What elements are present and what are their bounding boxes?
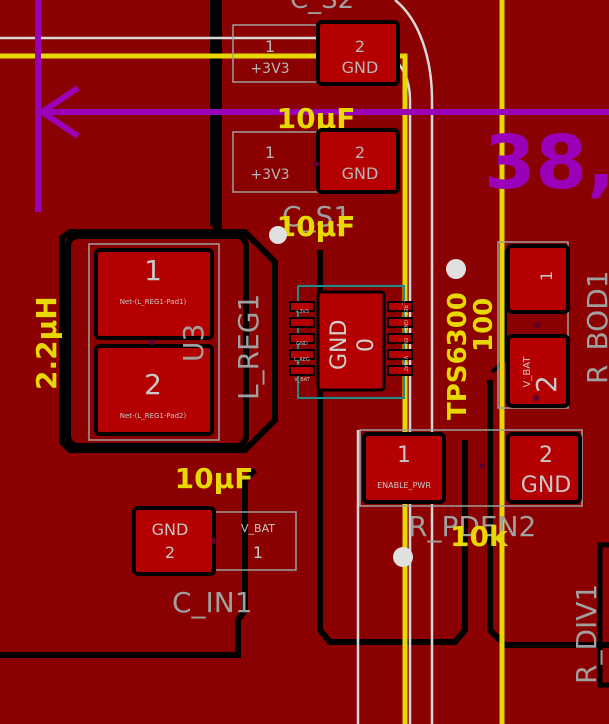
l-reg1-pad1-num: 1	[144, 254, 162, 287]
resistor-r-pden2[interactable]: 1 ENABLE_PWR 2 GND	[359, 429, 583, 507]
ic-pin-left-2: L_REG	[294, 357, 310, 363]
c-top-pad2-net: GND	[342, 58, 379, 77]
ic-pin-left-0: +3V3	[295, 309, 309, 315]
net-markers	[149, 161, 540, 544]
r-pden2-value: 10k	[450, 520, 509, 553]
r-pden2-pad2-num: 2	[539, 443, 553, 468]
r-bod1-pad2-net: V_BAT	[522, 356, 533, 388]
capacitor-mid[interactable]: 1 +3V3 2 GND	[232, 128, 400, 194]
capacitor-top[interactable]: 1 +3V3 2 GND	[232, 20, 400, 86]
c-in1-pad1-num: 1	[253, 543, 263, 562]
dimension-value: 38,	[484, 120, 609, 206]
c-in1-pad2-num: 2	[165, 543, 175, 562]
ic-pin-left-3: V_BAT	[294, 377, 310, 383]
ic-value: TPS6300	[443, 292, 473, 420]
c-in1-pad2-net: GND	[152, 520, 189, 539]
l-reg1-value: 2.2µH	[30, 296, 63, 390]
c-top-pad2-num: 2	[355, 37, 365, 56]
c-in1-ref: C_IN1	[172, 586, 253, 619]
c-in1-pad1-net: V_BAT	[241, 522, 275, 535]
ic-center-num: 0	[354, 338, 379, 352]
ic-tps6300[interactable]: +3V3 GND L_REG V_BAT L_REG GND EN V_BAT …	[289, 285, 413, 399]
inductor-l-reg1[interactable]: 1 Net-(L_REG1-Pad1) 2 Net-(L_REG1-Pad2)	[65, 233, 249, 449]
c-mid-pad2-net: GND	[342, 164, 379, 183]
r-bod1-ref: R_BOD1	[581, 270, 609, 384]
c-in1-value: 10µF	[175, 462, 254, 495]
r-div1-ref: R_DIV1	[570, 584, 603, 684]
l-reg1-ref: L_REG1	[232, 294, 265, 400]
r-pden2-pad2-net: GND	[521, 473, 571, 498]
u3-ref: U3	[177, 324, 210, 362]
dimension-lines	[35, 0, 609, 212]
ic-pin-right-2: EN	[402, 338, 408, 345]
c-mid-pad1-net: +3V3	[250, 167, 289, 183]
ic-left-pins	[289, 301, 315, 376]
top-partial-ref: C_S2	[290, 0, 354, 15]
r-bod1-value: 100	[469, 298, 499, 352]
ic-pin-right-3: V_BAT	[402, 356, 408, 372]
ic-pin-right-1: GND	[402, 320, 408, 332]
c-s1-value: 10µF	[277, 210, 356, 243]
ic-pin-right-0: L_REG	[402, 300, 408, 316]
r-bod1-pad2-num: 2	[530, 375, 563, 393]
c-top-pad1-net: +3V3	[250, 61, 289, 77]
ic-center-net: GND	[327, 320, 352, 370]
l-reg1-pad2-num: 2	[144, 368, 162, 401]
r-pden2-pad1-net: ENABLE_PWR	[377, 481, 431, 490]
l-reg1-pad1-net: Net-(L_REG1-Pad1)	[120, 298, 187, 306]
r-pden2-pad1-num: 1	[397, 443, 411, 468]
c-s1-ref: C_S1	[282, 200, 351, 233]
l-reg1-pad2-net: Net-(L_REG1-Pad2)	[120, 412, 187, 420]
r-bod1-pad1-num: 1	[537, 271, 556, 281]
c-mid-pad1-num: 1	[265, 143, 275, 162]
ic-pin-left-1: GND	[296, 341, 308, 347]
vias	[269, 226, 466, 567]
r-pden2-ref: R_PDEN2	[408, 510, 536, 543]
c-top-pad1-num: 1	[265, 37, 275, 56]
resistor-r-bod1[interactable]: 1 2 V_BAT	[497, 241, 570, 409]
c-mid-pad2-num: 2	[355, 143, 365, 162]
ic-right-pins	[387, 301, 413, 376]
